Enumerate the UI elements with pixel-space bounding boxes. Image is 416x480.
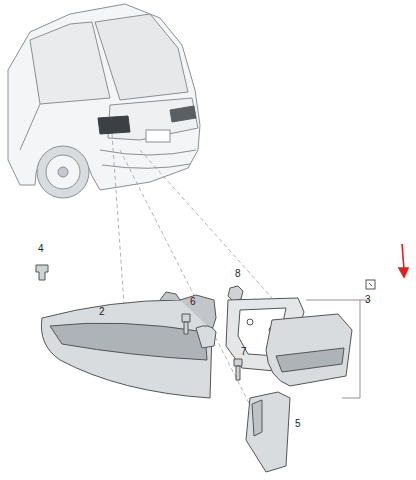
callout-number: 2 [98,306,106,318]
callout-number: 4 [37,243,45,255]
callout-number: 6 [189,296,197,308]
callout-number: 3 [364,294,372,306]
callout-number: 8 [234,268,242,280]
callout-number: 5 [294,418,302,430]
callout-number: 7 [240,346,248,358]
